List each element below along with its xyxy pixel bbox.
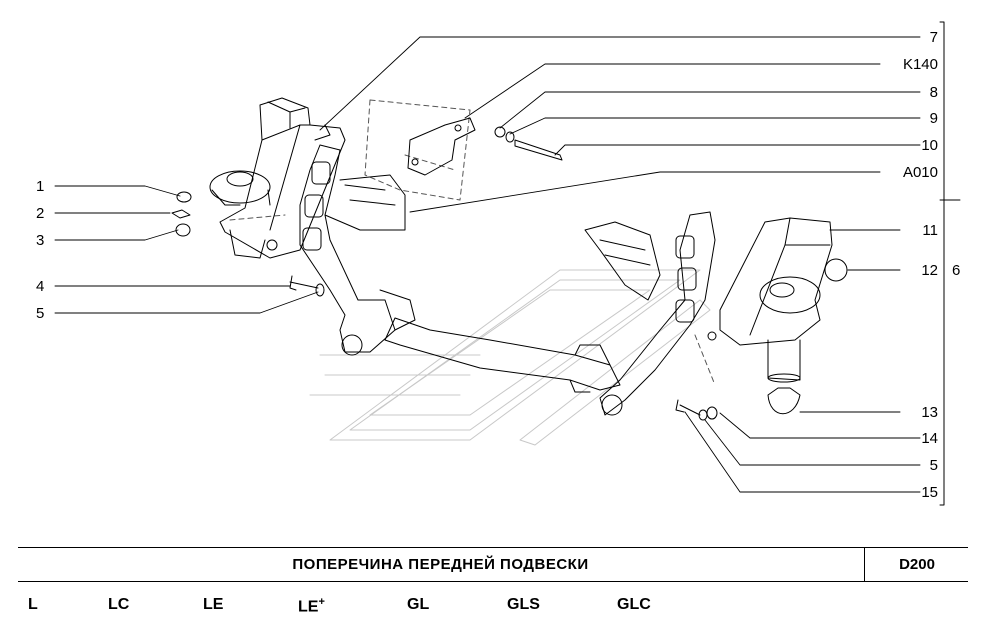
callout-14: 14 [921, 430, 938, 447]
page-title: ПОПЕРЕЧИНА ПЕРЕДНЕЙ ПОДВЕСКИ [292, 556, 589, 573]
right-strut-mount [707, 217, 848, 415]
callout-12: 12 [921, 262, 938, 279]
callout-a010: A010 [903, 164, 938, 181]
variant-le-plus: LE+ [298, 596, 325, 616]
variant-glc: GLC [617, 596, 651, 613]
title-divider [864, 548, 865, 581]
fasteners [171, 126, 718, 421]
variant-l: L [28, 596, 38, 613]
variant-le-plus-label: LE [298, 598, 319, 616]
leader-lines [54, 36, 961, 493]
callout-5-left: 5 [36, 305, 44, 322]
variant-lc: LC [108, 596, 130, 613]
crossbeam [384, 317, 621, 393]
callout-k140: K140 [903, 56, 938, 73]
exploded-outline [229, 99, 716, 386]
callout-4: 4 [36, 278, 44, 295]
group-label-6: 6 [952, 262, 960, 279]
left-strut-mount [209, 97, 346, 259]
right-arm [584, 211, 716, 416]
callout-13: 13 [921, 404, 938, 421]
callout-1: 1 [36, 178, 44, 195]
callout-2: 2 [36, 205, 44, 222]
parts-diagram: 1 2 3 4 5 7 K140 8 9 10 A010 11 12 13 14… [36, 21, 961, 506]
upper-bracket [407, 117, 476, 176]
variant-gl: GL [407, 596, 430, 613]
callout-5-right: 5 [930, 457, 938, 474]
callout-15: 15 [921, 484, 938, 501]
watermark-logo [309, 269, 711, 446]
section-code: D200 [899, 556, 935, 573]
callout-9: 9 [930, 110, 938, 127]
variant-le: LE [203, 596, 224, 613]
callout-8: 8 [930, 84, 938, 101]
variant-plus-mark: + [318, 596, 325, 608]
callout-11: 11 [922, 222, 938, 239]
group-bracket [939, 21, 945, 506]
title-bar: ПОПЕРЕЧИНА ПЕРЕДНЕЙ ПОДВЕСКИ D200 [18, 547, 968, 582]
callout-7: 7 [930, 29, 938, 46]
callout-10: 10 [921, 137, 938, 154]
callout-3: 3 [36, 232, 44, 249]
variant-gls: GLS [507, 596, 540, 613]
left-arm [299, 144, 416, 356]
